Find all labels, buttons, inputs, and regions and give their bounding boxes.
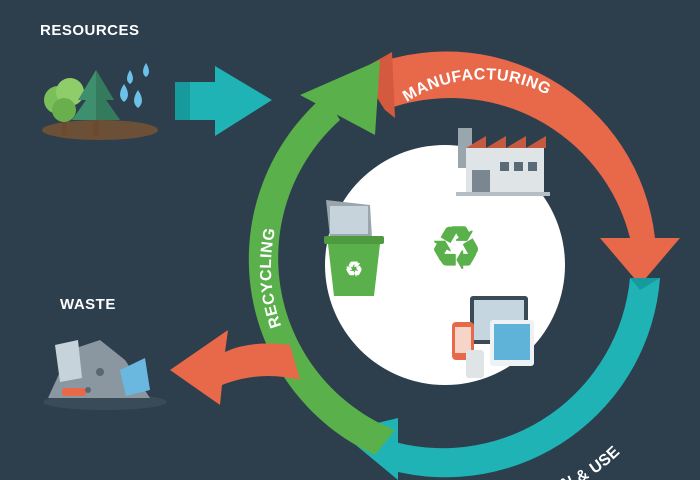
resources-input-arrow: [175, 66, 272, 136]
recycling-bin-icon: ♻: [324, 200, 384, 296]
waste-label: WASTE: [60, 296, 116, 313]
trees-and-water-drops-icon: [42, 63, 158, 140]
waste-output-arrow: [170, 330, 300, 405]
electronic-devices-icon: [452, 296, 534, 378]
trash-pile-icon: [43, 340, 167, 410]
svg-text:♻: ♻: [430, 216, 482, 281]
resources-label: RESOURCES: [40, 22, 140, 39]
recycle-symbol-icon: ♻: [430, 216, 482, 281]
factory-icon: [456, 128, 550, 196]
bin-recycle-glyph: ♻: [345, 259, 363, 281]
